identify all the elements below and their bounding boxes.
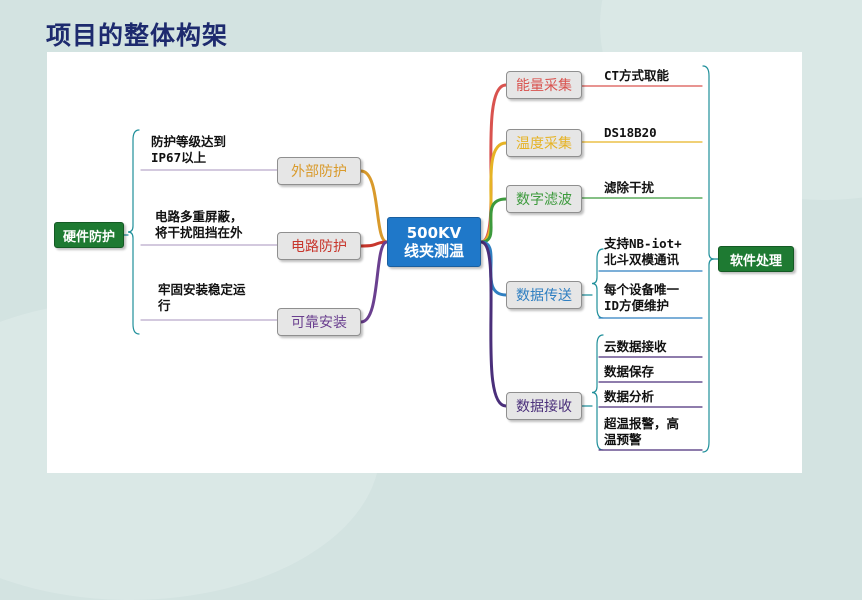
branch-right-2[interactable]: 温度采集 bbox=[506, 129, 582, 157]
branch-right-5[interactable]: 数据接收 bbox=[506, 392, 582, 420]
leaf-right-4-1[interactable]: 支持NB-iot+北斗双模通讯 bbox=[604, 236, 682, 268]
leaf-left-2[interactable]: 电路多重屏蔽，将干扰阻挡在外 bbox=[155, 209, 243, 241]
connector-right-5 bbox=[479, 240, 508, 408]
leaf-right-5-4[interactable]: 超温报警，高温预警 bbox=[604, 416, 679, 448]
right-brace bbox=[702, 65, 715, 453]
leaf-text-line: 电路多重屏蔽， bbox=[155, 209, 243, 224]
branch-right-3[interactable]: 数字滤波 bbox=[506, 185, 582, 213]
leaf-text-line: 云数据接收 bbox=[604, 339, 667, 354]
mind-map-canvas: 500KV 线夹测温 硬件防护 软件处理 外部防护电路防护可靠安装 能量采集温度采… bbox=[47, 52, 802, 473]
leaf-text-line: ID方便维护 bbox=[604, 298, 670, 313]
leaf-right-5-1[interactable]: 云数据接收 bbox=[604, 339, 667, 355]
leaf-text-line: 超温报警，高 bbox=[604, 416, 680, 431]
leaf-text-line: 数据保存 bbox=[604, 364, 655, 379]
leaf-right-5-3[interactable]: 数据分析 bbox=[604, 389, 654, 405]
connector-right-2 bbox=[479, 141, 508, 244]
right-root-software-processing[interactable]: 软件处理 bbox=[718, 246, 794, 272]
left-brace bbox=[127, 129, 140, 335]
central-topic-line-2: 线夹测温 bbox=[403, 242, 464, 260]
branch-right-4[interactable]: 数据传送 bbox=[506, 281, 582, 309]
leaf-text-line: 防护等级达到 bbox=[151, 134, 227, 149]
branch-right-1[interactable]: 能量采集 bbox=[506, 71, 582, 99]
leaf-text-line: 北斗双模通讯 bbox=[604, 252, 680, 267]
leaf-text-line: 数据分析 bbox=[604, 389, 655, 404]
slide-title: 项目的整体构架 bbox=[46, 21, 229, 50]
mind-map-connectors bbox=[123, 65, 719, 453]
connector-right-3 bbox=[479, 197, 508, 244]
leaf-text-line: 支持NB-iot+ bbox=[604, 236, 682, 251]
branch-left-3[interactable]: 可靠安装 bbox=[277, 308, 361, 336]
central-topic-line-1: 500KV bbox=[406, 224, 462, 242]
leaf-right-1-1[interactable]: CT方式取能 bbox=[604, 68, 669, 84]
leaf-text-line: 将干扰阻挡在外 bbox=[155, 225, 243, 240]
leaf-right-3-1[interactable]: 滤除干扰 bbox=[604, 180, 654, 196]
central-topic[interactable]: 500KV 线夹测温 bbox=[387, 217, 481, 267]
branch-left-1[interactable]: 外部防护 bbox=[277, 157, 361, 185]
leaf-text-line: 滤除干扰 bbox=[604, 180, 655, 195]
sub-brace-right-4 bbox=[591, 248, 604, 319]
leaf-text-line: IP67以上 bbox=[151, 150, 207, 165]
leaf-right-2-1[interactable]: DS18B20 bbox=[604, 125, 657, 141]
connector-right-1 bbox=[479, 83, 508, 244]
leaf-text-line: 牢固安装稳定运 bbox=[158, 282, 246, 297]
connector-left-1 bbox=[359, 169, 389, 244]
leaf-text-line: CT方式取能 bbox=[604, 68, 670, 83]
leaf-text-line: 行 bbox=[158, 298, 171, 313]
connector-right-4 bbox=[479, 240, 508, 297]
sub-brace-right-5 bbox=[591, 334, 604, 451]
leaf-text-line: DS18B20 bbox=[604, 125, 657, 140]
left-root-hardware-protection[interactable]: 硬件防护 bbox=[54, 222, 124, 248]
leaf-left-3[interactable]: 牢固安装稳定运行 bbox=[158, 282, 246, 314]
connector-left-3 bbox=[359, 240, 389, 324]
branch-left-2[interactable]: 电路防护 bbox=[277, 232, 361, 260]
leaf-text-line: 每个设备唯一 bbox=[604, 282, 680, 297]
leaf-text-line: 温预警 bbox=[604, 432, 642, 447]
leaf-right-5-2[interactable]: 数据保存 bbox=[604, 364, 654, 380]
